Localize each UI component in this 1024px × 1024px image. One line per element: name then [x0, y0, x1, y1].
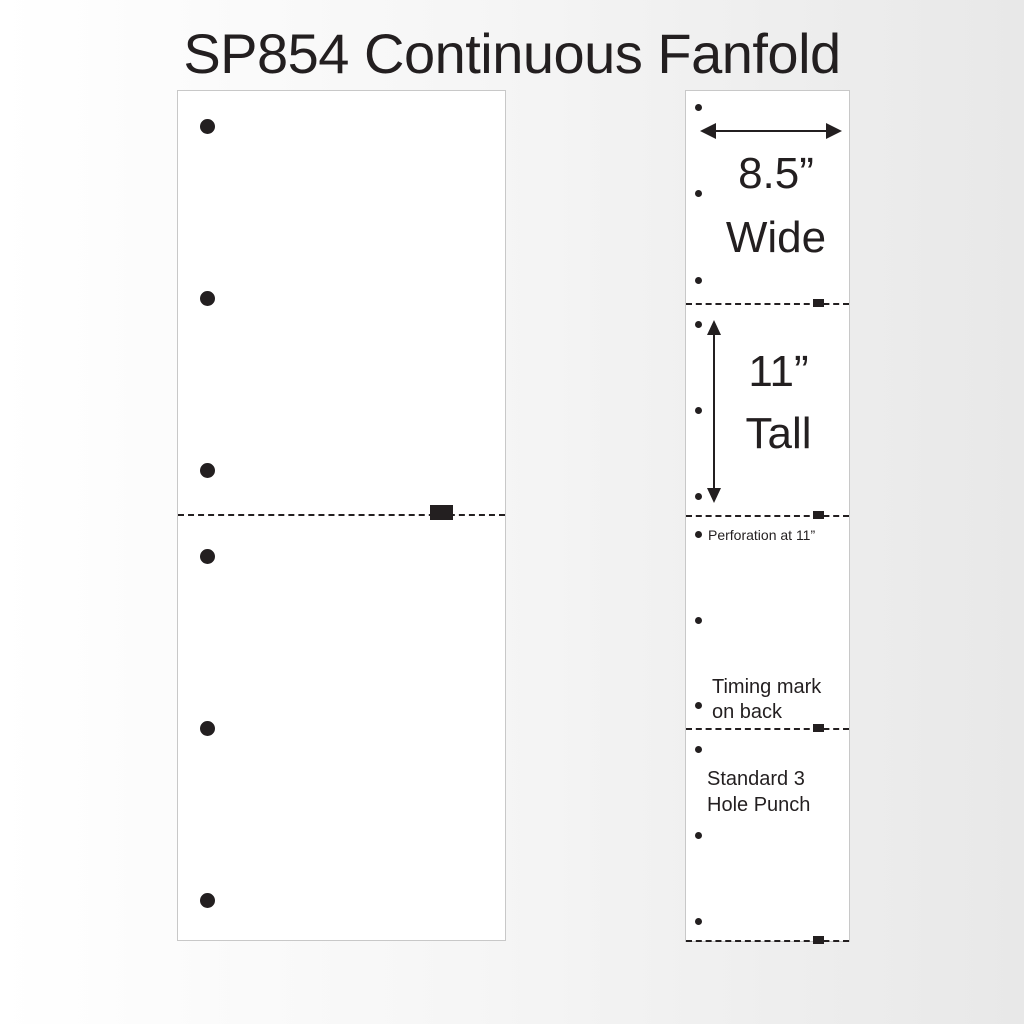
- height-arrow: [713, 331, 715, 491]
- punch-hole: [695, 918, 702, 925]
- arrow-down-icon: [707, 488, 721, 503]
- height-label: Tall: [745, 409, 812, 458]
- timing-mark: [813, 724, 824, 732]
- page-title: SP854 Continuous Fanfold: [183, 22, 841, 85]
- timing-note-line2: on back: [712, 701, 783, 723]
- timing-mark: [813, 511, 824, 519]
- timing-mark: [430, 505, 453, 520]
- arrow-right-icon: [826, 123, 842, 139]
- perforation-line: [686, 728, 849, 730]
- punch-hole: [200, 463, 215, 478]
- perforation-note: Perforation at 11”: [708, 527, 816, 543]
- punch-hole: [200, 549, 215, 564]
- punch-hole: [695, 190, 702, 197]
- punch-hole: [695, 531, 702, 538]
- punch-hole: [695, 104, 702, 111]
- punch-hole: [200, 721, 215, 736]
- punch-hole: [695, 493, 702, 500]
- punch-hole: [695, 702, 702, 709]
- height-value: 11”: [748, 347, 809, 396]
- arrow-left-icon: [700, 123, 716, 139]
- fanfold-strip-annotated: 8.5” Wide 11” Tall Perforation at 11” Ti…: [685, 90, 850, 944]
- fanfold-sheet-large: [177, 90, 506, 941]
- punch-hole: [200, 119, 215, 134]
- timing-note-line1: Timing mark: [712, 676, 822, 698]
- perforation-line: [686, 940, 849, 942]
- arrow-up-icon: [707, 320, 721, 335]
- width-arrow: [710, 130, 832, 132]
- timing-mark: [813, 936, 824, 944]
- punch-note-line2: Hole Punch: [707, 794, 811, 816]
- punch-hole: [695, 617, 702, 624]
- punch-hole: [200, 291, 215, 306]
- width-value: 8.5”: [738, 149, 814, 198]
- punch-hole: [695, 321, 702, 328]
- punch-hole: [695, 407, 702, 414]
- punch-hole: [200, 893, 215, 908]
- punch-hole: [695, 746, 702, 753]
- perforation-line: [686, 303, 849, 305]
- perforation-line: [686, 515, 849, 517]
- perforation-line: [178, 514, 505, 516]
- width-label: Wide: [725, 213, 827, 262]
- timing-mark: [813, 299, 824, 307]
- punch-hole: [695, 277, 702, 284]
- punch-hole: [695, 832, 702, 839]
- punch-note-line1: Standard 3: [707, 768, 805, 790]
